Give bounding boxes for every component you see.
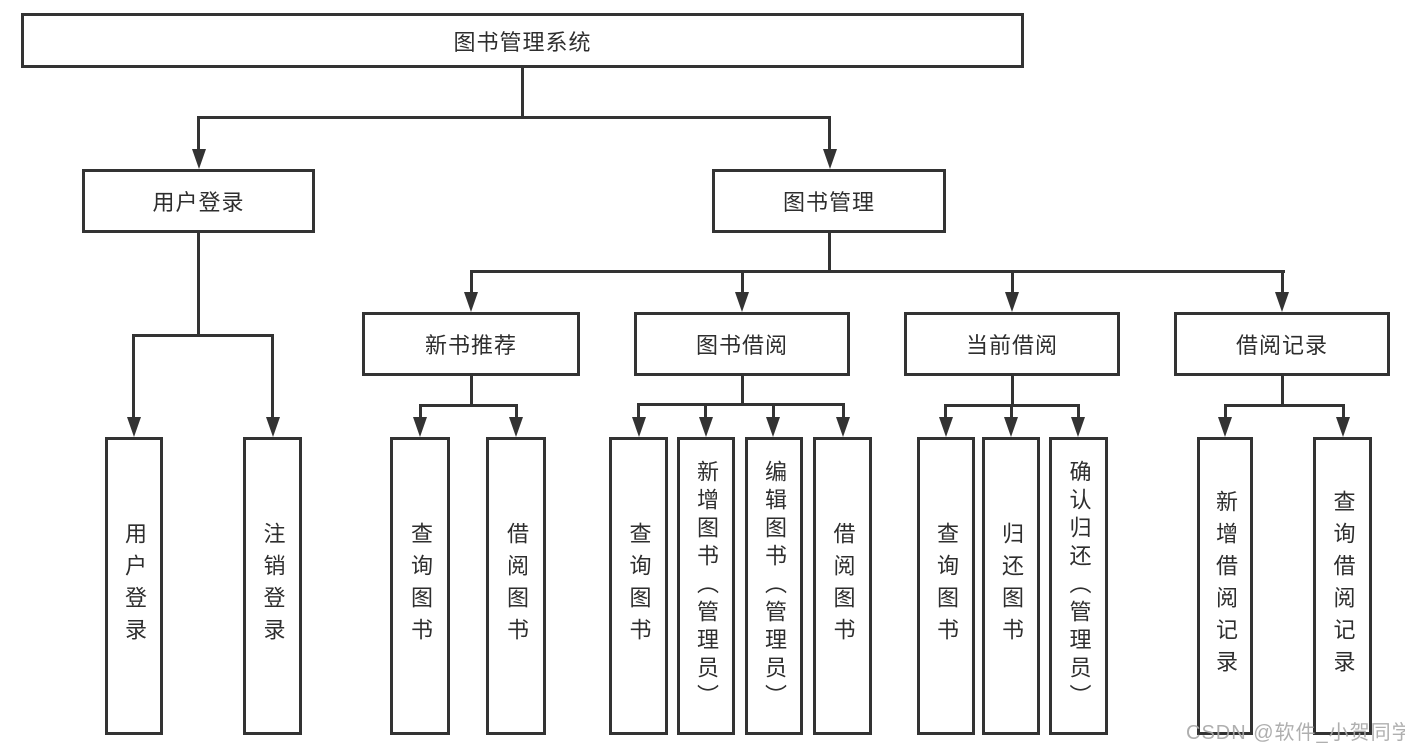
node-book-mgmt: 图书管理 <box>712 169 946 233</box>
node-book-mgmt-label: 图书管理 <box>782 190 875 215</box>
arrowhead-login-leaf <box>127 417 141 437</box>
leaf-br-query-record-label: 查询借阅记录 <box>1330 490 1356 682</box>
edge-drop-cb-query <box>944 404 947 418</box>
edge-drop-cb-return <box>1010 404 1013 418</box>
csdn-watermark: CSDN @软件_小贺同学 <box>1186 722 1405 744</box>
leaf-bb-add-books-admin: 新增图书（管理员） <box>677 437 735 735</box>
node-borrow-record-label: 借阅记录 <box>1235 333 1328 358</box>
edge-drop-user-login <box>197 116 200 150</box>
leaf-bb-query-books-label: 查询图书 <box>626 522 652 650</box>
node-current-borrow: 当前借阅 <box>904 312 1120 376</box>
leaf-br-add-record: 新增借阅记录 <box>1197 437 1253 735</box>
leaf-nb-query-books-label: 查询图书 <box>408 522 433 650</box>
edge-user-login-stem <box>197 233 200 337</box>
edge-drop-bb-edit <box>772 403 775 418</box>
arrowhead-bb-edit <box>766 417 780 437</box>
arrowhead-bb-add <box>699 417 713 437</box>
edge-drop-bb-borrow <box>842 403 845 418</box>
node-user-login: 用户登录 <box>82 169 315 233</box>
edge-drop-logout-leaf <box>271 334 274 419</box>
arrowhead-nb-query <box>413 417 427 437</box>
arrowhead-cb-return <box>1004 417 1018 437</box>
node-new-book-rec-label: 新书推荐 <box>424 333 517 358</box>
node-book-borrow: 图书借阅 <box>634 312 850 376</box>
edge-drop-login-leaf <box>132 334 135 419</box>
node-root-label: 图书管理系统 <box>453 29 592 55</box>
edge-drop-cb-confirm <box>1077 404 1080 418</box>
edge-root-bus <box>197 116 831 119</box>
edge-drop-br-query <box>1342 404 1345 418</box>
edge-book-borrow-stem <box>741 376 744 406</box>
leaf-logout: 注销登录 <box>243 437 302 735</box>
leaf-nb-borrow-books: 借阅图书 <box>486 437 546 735</box>
edge-current-borrow-stem <box>1011 376 1014 407</box>
leaf-cb-confirm-return-admin: 确认归还（管理员） <box>1049 437 1108 735</box>
edge-drop-new-book <box>470 270 473 294</box>
leaf-nb-borrow-books-label: 借阅图书 <box>504 522 529 650</box>
arrowhead-br-add <box>1218 417 1232 437</box>
arrowhead-book-mgmt <box>823 149 837 169</box>
edge-drop-book-mgmt <box>828 116 831 150</box>
edge-drop-current-borrow <box>1011 270 1014 294</box>
edge-root-stem <box>521 67 524 119</box>
edge-drop-bb-add <box>704 403 707 418</box>
edge-book-borrow-bus <box>638 403 845 406</box>
node-book-borrow-label: 图书借阅 <box>695 333 788 358</box>
arrowhead-br-query <box>1336 417 1350 437</box>
edge-borrow-record-bus <box>1224 404 1345 407</box>
edge-drop-bb-query <box>637 403 640 418</box>
leaf-nb-query-books: 查询图书 <box>390 437 450 735</box>
node-new-book-rec: 新书推荐 <box>362 312 580 376</box>
edge-drop-nb-query <box>419 404 422 418</box>
arrowhead-current-borrow <box>1005 292 1019 312</box>
leaf-cb-return-books-label: 归还图书 <box>999 522 1024 650</box>
leaf-cb-confirm-return-admin-label: 确认归还（管理员） <box>1066 460 1092 712</box>
edge-drop-nb-borrow <box>515 404 518 418</box>
leaf-br-query-record: 查询借阅记录 <box>1313 437 1372 735</box>
edge-drop-book-borrow <box>741 270 744 294</box>
node-root-system: 图书管理系统 <box>21 13 1024 68</box>
edge-new-book-stem <box>470 376 473 407</box>
arrowhead-new-book <box>464 292 478 312</box>
leaf-cb-query-books: 查询图书 <box>917 437 975 735</box>
leaf-cb-query-books-label: 查询图书 <box>934 522 959 650</box>
node-user-login-label: 用户登录 <box>152 190 245 215</box>
arrowhead-cb-query <box>939 417 953 437</box>
leaf-bb-edit-books-admin: 编辑图书（管理员） <box>745 437 803 735</box>
arrowhead-borrow-record <box>1275 292 1289 312</box>
leaf-bb-query-books: 查询图书 <box>609 437 668 735</box>
arrowhead-book-borrow <box>735 292 749 312</box>
arrowhead-nb-borrow <box>509 417 523 437</box>
leaf-cb-return-books: 归还图书 <box>982 437 1040 735</box>
leaf-logout-label: 注销登录 <box>260 522 286 650</box>
node-borrow-record: 借阅记录 <box>1174 312 1390 376</box>
leaf-bb-borrow-books-label: 借阅图书 <box>830 522 856 650</box>
edge-user-login-bus <box>133 334 274 337</box>
edge-book-mgmt-stem <box>828 233 831 273</box>
edge-drop-borrow-record <box>1281 270 1284 294</box>
arrowhead-cb-confirm <box>1071 417 1085 437</box>
edge-borrow-record-stem <box>1281 376 1284 407</box>
leaf-bb-borrow-books: 借阅图书 <box>813 437 872 735</box>
arrowhead-bb-borrow <box>836 417 850 437</box>
edge-book-mgmt-bus <box>470 270 1285 273</box>
arrowhead-logout-leaf <box>266 417 280 437</box>
edge-new-book-bus <box>419 404 518 407</box>
leaf-bb-edit-books-admin-label: 编辑图书（管理员） <box>762 460 787 712</box>
edge-drop-br-add <box>1224 404 1227 418</box>
leaf-bb-add-books-admin-label: 新增图书（管理员） <box>694 460 719 712</box>
leaf-br-add-record-label: 新增借阅记录 <box>1213 490 1238 682</box>
leaf-user-login-label: 用户登录 <box>122 522 147 650</box>
node-current-borrow-label: 当前借阅 <box>965 333 1058 358</box>
arrowhead-bb-query <box>632 417 646 437</box>
leaf-user-login: 用户登录 <box>105 437 163 735</box>
arrowhead-user-login <box>192 149 206 169</box>
